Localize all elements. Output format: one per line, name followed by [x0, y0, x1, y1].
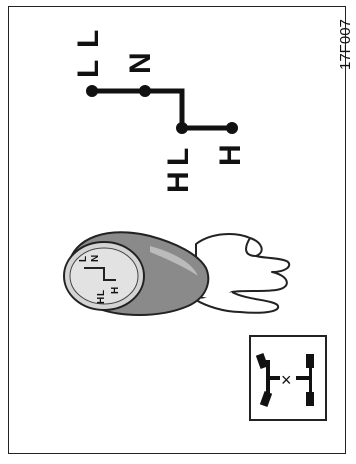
hand-outline [195, 233, 291, 314]
lever-knob: L N L H H [63, 231, 291, 316]
shift-path [92, 88, 232, 131]
shift-pattern [92, 88, 232, 131]
position-dot-hl [176, 122, 188, 134]
label-n: N [124, 52, 157, 74]
label-h: H [214, 144, 247, 166]
knob-label-n: N [90, 255, 101, 262]
label-l-upper: L [72, 60, 105, 78]
knob-label-hl-l: L [96, 290, 107, 296]
position-dot-h [226, 122, 238, 134]
knob-label-h: H [110, 287, 121, 294]
position-dot-n [139, 85, 151, 97]
figure-code: 17F007 [337, 19, 354, 70]
label-h-upper: H [162, 171, 195, 193]
shift-dots [86, 85, 238, 134]
four-wheel-drive-icon: × [249, 335, 327, 421]
shift-labels: L L N H L H [72, 30, 247, 193]
knob-label-l: L [78, 256, 89, 262]
label-l-lower: L [72, 30, 105, 48]
label-l-second: L [162, 148, 195, 166]
position-dot-l [86, 85, 98, 97]
knob-label-hl-h: H [96, 297, 107, 304]
indicator-center-symbol: × [281, 370, 292, 390]
